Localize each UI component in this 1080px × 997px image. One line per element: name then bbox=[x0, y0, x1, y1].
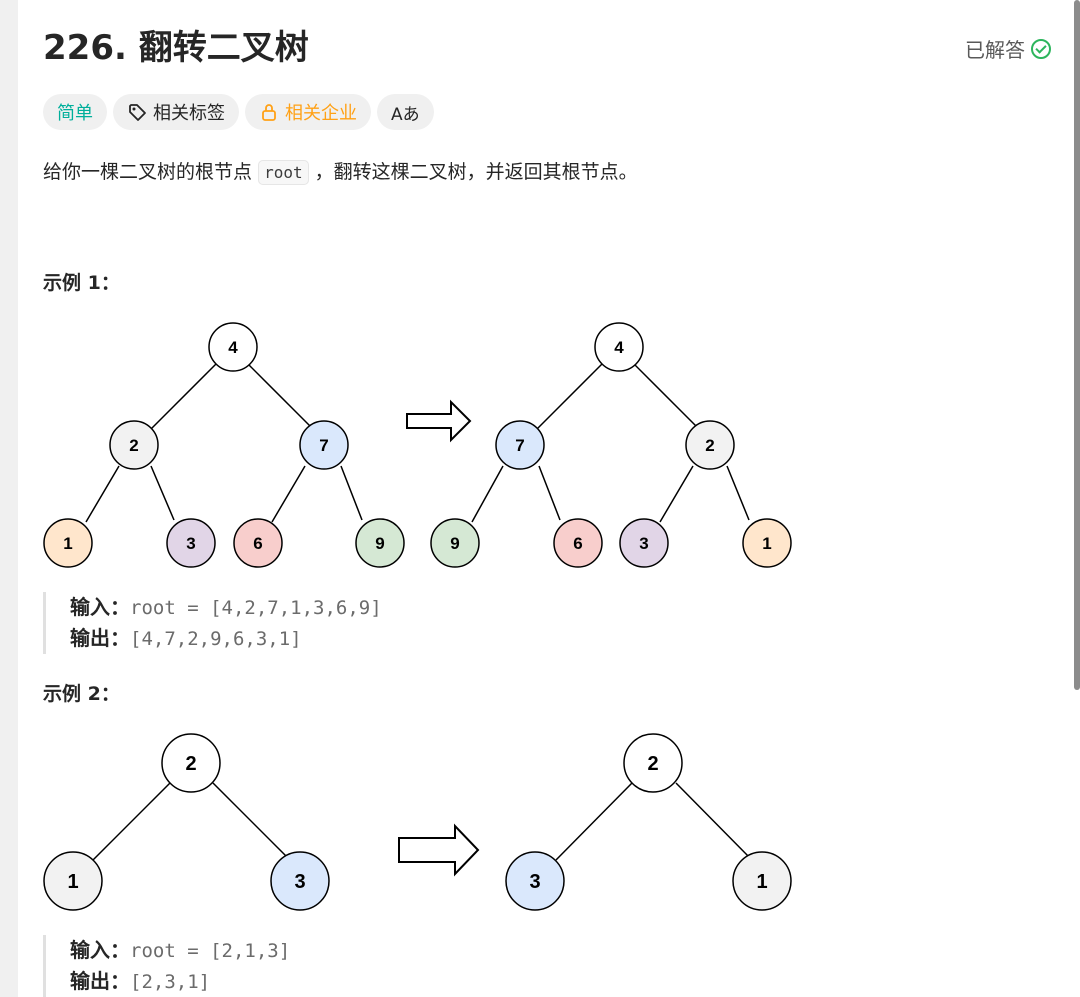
example-1-output-line: 输出：[4,7,2,9,6,3,1] bbox=[70, 623, 382, 654]
tree-node: 1 bbox=[732, 851, 792, 911]
example-2-diagram: 2 1 3 2 3 1 bbox=[43, 733, 792, 911]
problem-panel: 226. 翻转二叉树 已解答 简单 相关标签 bbox=[18, 0, 1074, 997]
tree-node: 6 bbox=[553, 518, 603, 568]
description-text-after: ，翻转这棵二叉树，并返回其根节点。 bbox=[314, 161, 638, 183]
right-arrow-icon bbox=[398, 823, 480, 877]
after-tree-1: 4 7 2 9 6 3 1 bbox=[430, 322, 792, 568]
svg-text:9: 9 bbox=[450, 534, 459, 553]
svg-text:6: 6 bbox=[573, 534, 582, 553]
tag-icon bbox=[127, 102, 147, 122]
before-tree-1: 4 2 7 1 3 6 9 bbox=[43, 322, 405, 568]
tree-node: 9 bbox=[430, 518, 480, 568]
tree-node: 2 bbox=[623, 733, 683, 793]
example-1-input-line: 输入：root = [4,2,7,1,3,6,9] bbox=[70, 592, 382, 623]
svg-text:1: 1 bbox=[762, 534, 771, 553]
example-2-output-line: 输出：[2,3,1] bbox=[70, 966, 290, 997]
svg-text:4: 4 bbox=[228, 338, 238, 357]
tree-node: 4 bbox=[208, 322, 258, 372]
after-tree-2: 2 3 1 bbox=[505, 733, 792, 911]
output-label: 输出： bbox=[70, 969, 130, 993]
difficulty-label: 简单 bbox=[57, 103, 93, 124]
related-companies-label: 相关企业 bbox=[285, 103, 357, 124]
svg-text:2: 2 bbox=[647, 753, 658, 775]
solved-label: 已解答 bbox=[965, 38, 1025, 62]
svg-text:3: 3 bbox=[186, 534, 195, 553]
tree-node: 1 bbox=[43, 851, 103, 911]
translate-button[interactable]: Aあ bbox=[377, 94, 434, 130]
svg-text:4: 4 bbox=[614, 338, 624, 357]
tree-node: 4 bbox=[594, 322, 644, 372]
example-2-title: 示例 2： bbox=[43, 683, 120, 705]
description-text-before: 给你一棵二叉树的根节点 bbox=[43, 161, 253, 183]
tree-node: 3 bbox=[166, 518, 216, 568]
solved-status[interactable]: 已解答 bbox=[965, 34, 1051, 63]
example-2-io: 输入：root = [2,1,3] 输出：[2,3,1] bbox=[43, 935, 290, 997]
related-tags-label: 相关标签 bbox=[153, 103, 225, 124]
svg-text:3: 3 bbox=[639, 534, 648, 553]
example-2-input-line: 输入：root = [2,1,3] bbox=[70, 935, 290, 966]
svg-text:2: 2 bbox=[705, 436, 714, 455]
tree-node: 3 bbox=[270, 851, 330, 911]
tree-node: 9 bbox=[355, 518, 405, 568]
related-companies-button[interactable]: 相关企业 bbox=[245, 94, 371, 130]
problem-header: 226. 翻转二叉树 已解答 bbox=[43, 22, 1051, 72]
svg-text:2: 2 bbox=[129, 436, 138, 455]
tree-node: 1 bbox=[43, 518, 93, 568]
example-1-diagram: 4 2 7 1 3 6 9 4 7 2 9 6 3 1 bbox=[43, 322, 792, 568]
tree-node: 2 bbox=[161, 733, 221, 793]
tree-node: 2 bbox=[109, 420, 159, 470]
svg-text:1: 1 bbox=[63, 534, 72, 553]
svg-text:1: 1 bbox=[67, 871, 78, 893]
output-value: [2,3,1] bbox=[130, 971, 211, 993]
svg-text:7: 7 bbox=[319, 436, 328, 455]
tree-node: 7 bbox=[299, 420, 349, 470]
input-value: root = [4,2,7,1,3,6,9] bbox=[130, 597, 382, 619]
example-1-io: 输入：root = [4,2,7,1,3,6,9] 输出：[4,7,2,9,6,… bbox=[43, 592, 382, 654]
tree-node: 6 bbox=[233, 518, 283, 568]
related-tags-button[interactable]: 相关标签 bbox=[113, 94, 239, 130]
tree-node: 3 bbox=[619, 518, 669, 568]
tree-node: 1 bbox=[742, 518, 792, 568]
scrollbar-thumb[interactable] bbox=[1074, 0, 1080, 690]
svg-text:1: 1 bbox=[756, 871, 767, 893]
tag-bar: 简单 相关标签 相关企业 Aあ bbox=[43, 94, 434, 130]
description-code-root: root bbox=[258, 160, 309, 185]
svg-text:9: 9 bbox=[375, 534, 384, 553]
scrollbar-track[interactable] bbox=[1074, 0, 1080, 997]
input-value: root = [2,1,3] bbox=[130, 940, 291, 962]
lock-icon bbox=[259, 102, 279, 122]
tree-node: 2 bbox=[685, 420, 735, 470]
difficulty-badge[interactable]: 简单 bbox=[43, 94, 107, 130]
problem-description: 给你一棵二叉树的根节点 root ，翻转这棵二叉树，并返回其根节点。 bbox=[43, 155, 638, 190]
svg-text:7: 7 bbox=[515, 436, 524, 455]
svg-text:3: 3 bbox=[294, 871, 305, 893]
svg-text:6: 6 bbox=[253, 534, 262, 553]
problem-title[interactable]: 226. 翻转二叉树 bbox=[43, 28, 309, 68]
tree-node: 7 bbox=[495, 420, 545, 470]
svg-text:3: 3 bbox=[529, 871, 540, 893]
tree-node: 3 bbox=[505, 851, 565, 911]
before-tree-2: 2 1 3 bbox=[43, 733, 330, 911]
output-value: [4,7,2,9,6,3,1] bbox=[130, 628, 302, 650]
right-arrow-icon bbox=[406, 399, 472, 443]
output-label: 输出： bbox=[70, 626, 130, 650]
translate-icon: Aあ bbox=[391, 104, 420, 125]
input-label: 输入： bbox=[70, 938, 130, 962]
input-label: 输入： bbox=[70, 595, 130, 619]
example-1-title: 示例 1： bbox=[43, 272, 120, 294]
svg-text:2: 2 bbox=[185, 753, 196, 775]
check-circle-icon bbox=[1031, 38, 1051, 59]
